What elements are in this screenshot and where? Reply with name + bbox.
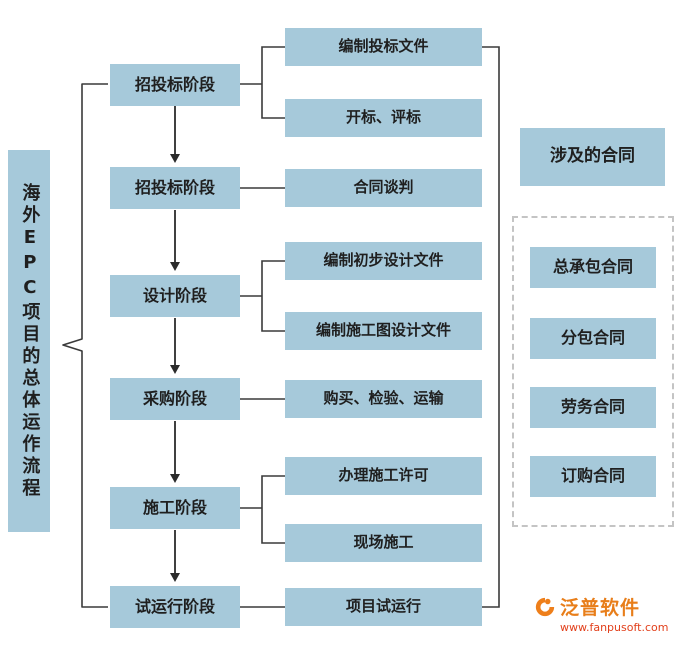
contracts-header-box: 涉及的合同 xyxy=(520,128,665,186)
task-label: 合同谈判 xyxy=(353,178,414,197)
stage-construction: 施工阶段 xyxy=(110,487,240,529)
task-construction-permit: 办理施工许可 xyxy=(285,457,482,495)
contract-labor: 劳务合同 xyxy=(530,387,656,428)
task-preliminary-design-docs: 编制初步设计文件 xyxy=(285,242,482,280)
task-label: 编制施工图设计文件 xyxy=(315,321,451,340)
stage-procurement: 采购阶段 xyxy=(110,378,240,420)
stage-design: 设计阶段 xyxy=(110,275,240,317)
diagram-title: 海外EPC项目的总体运作流程 xyxy=(19,182,41,500)
left-brace xyxy=(62,83,108,608)
contracts-panel xyxy=(512,216,674,527)
task-construction-drawings: 编制施工图设计文件 xyxy=(285,312,482,350)
contract-label: 订购合同 xyxy=(560,466,625,486)
right-bracket xyxy=(482,46,500,608)
task-label: 编制初步设计文件 xyxy=(323,251,444,270)
stage-bidding-2: 招投标阶段 xyxy=(110,167,240,209)
branch-stage3 xyxy=(240,260,285,332)
watermark: 泛普软件 www.fanpusoft.com xyxy=(534,593,679,634)
watermark-brand: 泛普软件 xyxy=(560,597,641,619)
task-label: 编制投标文件 xyxy=(338,37,429,56)
watermark-url: www.fanpusoft.com xyxy=(560,621,669,634)
contract-purchase: 订购合同 xyxy=(530,456,656,497)
branch-stage1 xyxy=(240,46,285,119)
contracts-header-label: 涉及的合同 xyxy=(550,146,635,167)
contract-subcontract: 分包合同 xyxy=(530,318,656,359)
stage-label: 招投标阶段 xyxy=(134,177,215,197)
task-label: 购买、检验、运输 xyxy=(323,389,444,408)
stage-label: 招投标阶段 xyxy=(134,74,215,94)
task-label: 办理施工许可 xyxy=(338,466,429,485)
branch-stage5 xyxy=(240,475,285,544)
stage-label: 采购阶段 xyxy=(142,388,207,408)
stage-label: 施工阶段 xyxy=(142,497,207,517)
contract-label: 分包合同 xyxy=(560,328,625,348)
contract-label: 劳务合同 xyxy=(560,397,625,417)
stage-label: 设计阶段 xyxy=(142,285,207,305)
task-site-construction: 现场施工 xyxy=(285,524,482,562)
task-label: 开标、评标 xyxy=(345,108,421,127)
diagram-title-box: 海外EPC项目的总体运作流程 xyxy=(8,150,50,532)
task-project-trial-run: 项目试运行 xyxy=(285,588,482,626)
task-bid-opening-evaluation: 开标、评标 xyxy=(285,99,482,137)
stage-trial-run: 试运行阶段 xyxy=(110,586,240,628)
contract-general: 总承包合同 xyxy=(530,247,656,288)
task-prepare-bid-docs: 编制投标文件 xyxy=(285,28,482,66)
stage-bidding-1: 招投标阶段 xyxy=(110,64,240,106)
task-purchase-inspect-ship: 购买、检验、运输 xyxy=(285,380,482,418)
contract-label: 总承包合同 xyxy=(552,257,633,277)
task-label: 现场施工 xyxy=(353,533,414,552)
stage-label: 试运行阶段 xyxy=(134,596,215,616)
task-label: 项目试运行 xyxy=(345,597,421,616)
task-contract-negotiation: 合同谈判 xyxy=(285,169,482,207)
fanpu-logo-icon xyxy=(535,597,555,616)
